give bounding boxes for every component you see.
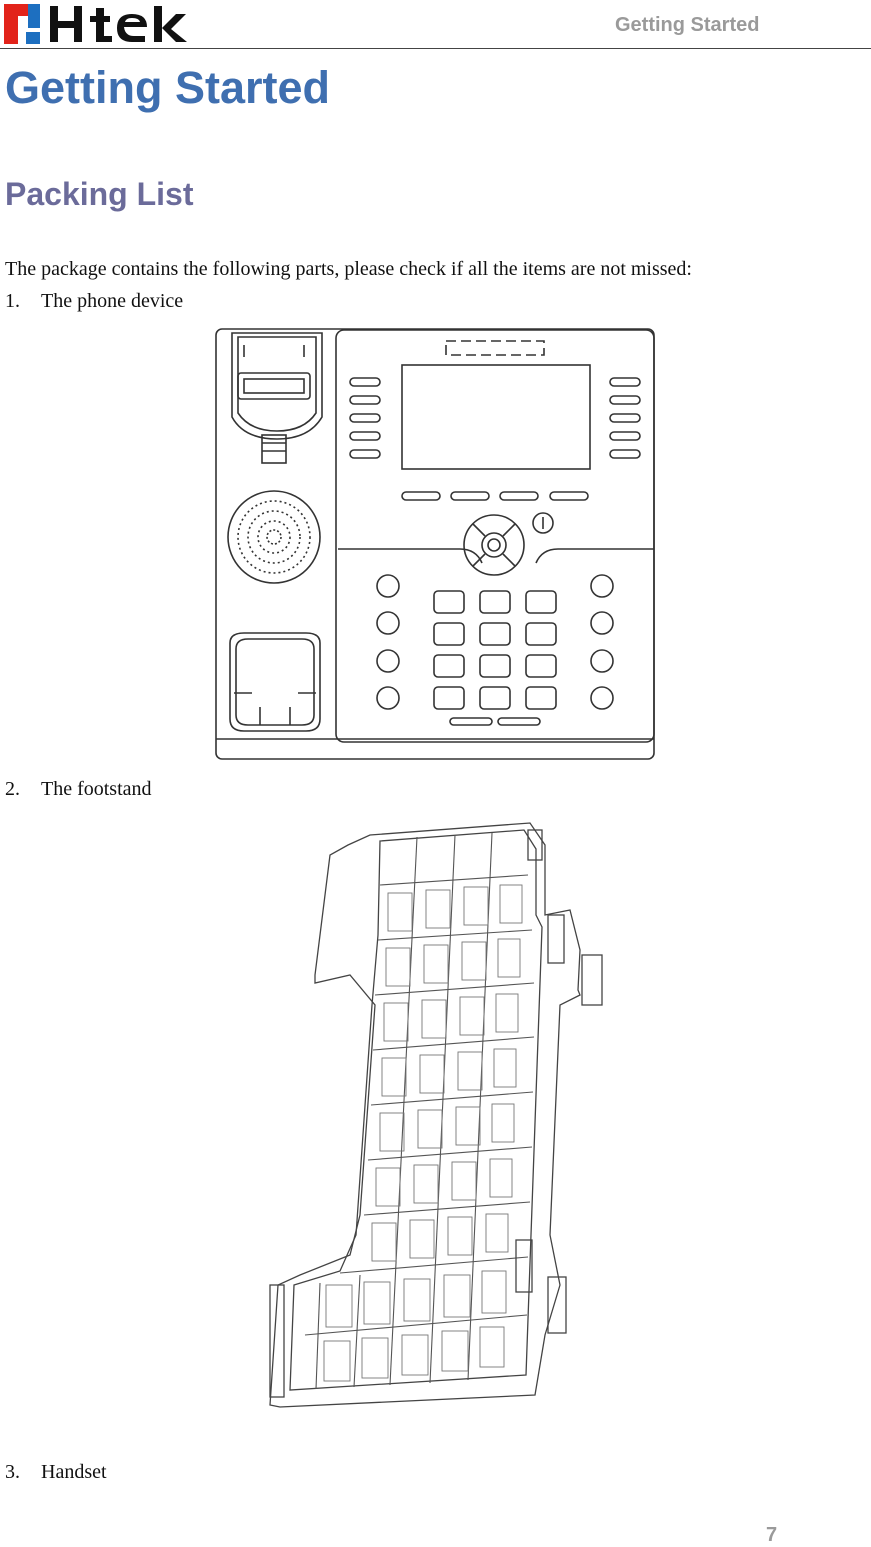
- phone-device-illustration: [215, 328, 655, 760]
- list-label: The footstand: [41, 778, 152, 800]
- page-title: Getting Started: [5, 62, 331, 113]
- list-item: 1. The phone device: [5, 290, 183, 313]
- list-item: 3. Handset: [5, 1461, 107, 1484]
- list-number: 3.: [5, 1461, 20, 1483]
- footstand-illustration: [269, 822, 603, 1408]
- list-number: 1.: [5, 290, 20, 312]
- section-heading: Packing List: [5, 176, 194, 212]
- header-divider: [0, 48, 871, 49]
- page-header: Getting Started: [0, 0, 871, 50]
- list-number: 2.: [5, 778, 20, 800]
- htek-logo: [4, 4, 187, 44]
- page-number: 7: [766, 1524, 778, 1546]
- list-item: 2. The footstand: [5, 778, 152, 801]
- list-label: The phone device: [41, 290, 184, 312]
- intro-paragraph: The package contains the following parts…: [5, 258, 692, 280]
- running-head: Getting Started: [615, 14, 760, 36]
- list-label: Handset: [41, 1461, 107, 1483]
